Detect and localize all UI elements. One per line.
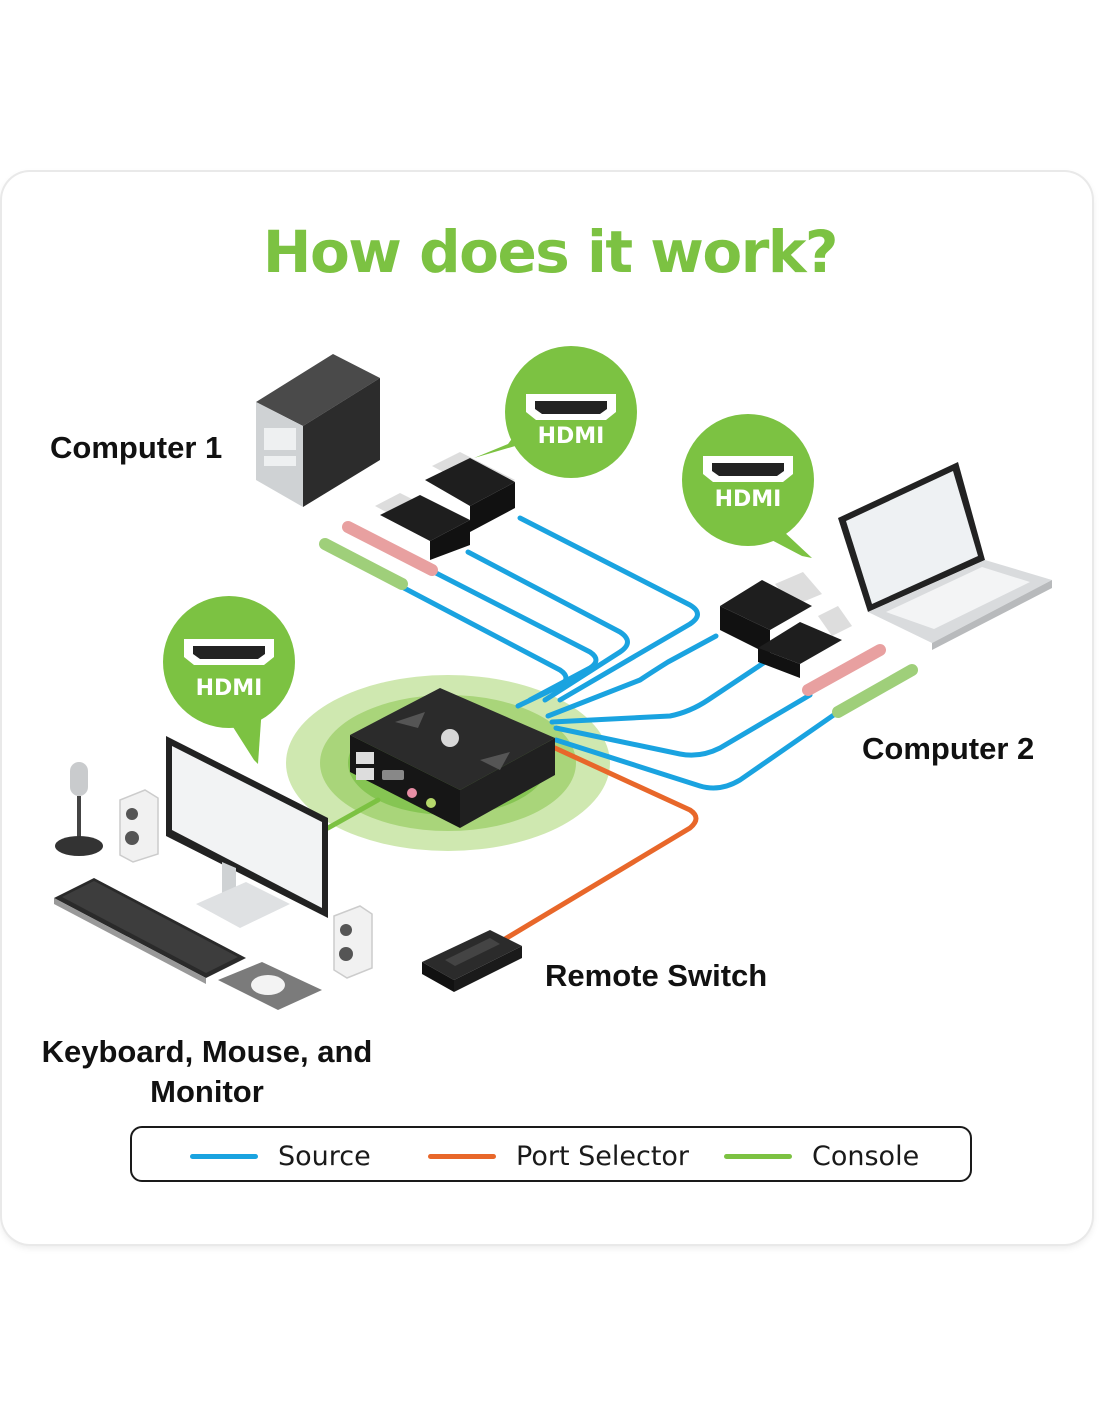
computer2-label: Computer 2 bbox=[862, 731, 1035, 766]
keyboard-icon bbox=[54, 878, 246, 984]
speaker-left-icon bbox=[119, 789, 159, 863]
microphone-icon bbox=[55, 762, 103, 856]
page-title: How does it work? bbox=[262, 218, 839, 286]
hdmi-bubble-computer2 bbox=[682, 414, 814, 558]
legend-item-console: Console bbox=[724, 1128, 919, 1184]
remote-switch-label: Remote Switch bbox=[545, 958, 768, 993]
hdmi-bubble-label: HDMI bbox=[714, 487, 782, 512]
legend-label-source: Source bbox=[278, 1140, 371, 1172]
legend-item-port-selector: Port Selector bbox=[428, 1128, 689, 1184]
computer1-connectors bbox=[319, 452, 515, 590]
computer1-tower-icon bbox=[256, 354, 380, 507]
remote-switch-icon bbox=[422, 930, 522, 992]
computer1-label: Computer 1 bbox=[50, 430, 223, 465]
legend: Source Port Selector Console bbox=[130, 1126, 972, 1182]
computer2-connectors bbox=[720, 572, 918, 718]
hdmi-bubble-monitor bbox=[163, 596, 295, 764]
hdmi-bubble-label: HDMI bbox=[537, 424, 605, 449]
legend-line-console bbox=[724, 1153, 792, 1159]
hdmi-bubble-label: HDMI bbox=[195, 676, 263, 701]
console-cable bbox=[325, 797, 381, 831]
console-devices-label: Keyboard, Mouse, and Monitor bbox=[41, 1034, 373, 1109]
source-cables-computer2 bbox=[545, 633, 841, 791]
source-cables-computer1 bbox=[401, 515, 700, 709]
hdmi-bubble-computer1 bbox=[474, 346, 637, 478]
legend-item-source: Source bbox=[190, 1128, 371, 1184]
legend-line-source bbox=[190, 1153, 258, 1159]
port-selector-cable bbox=[497, 745, 699, 945]
legend-line-port-selector bbox=[428, 1153, 496, 1159]
laptop-icon bbox=[838, 462, 1052, 650]
kvm-switch bbox=[350, 688, 555, 828]
monitor-icon bbox=[166, 736, 328, 928]
speaker-right-icon bbox=[333, 905, 373, 979]
legend-label-port-selector: Port Selector bbox=[516, 1140, 690, 1172]
legend-label-console: Console bbox=[812, 1140, 920, 1172]
mouse-icon bbox=[218, 962, 322, 1010]
